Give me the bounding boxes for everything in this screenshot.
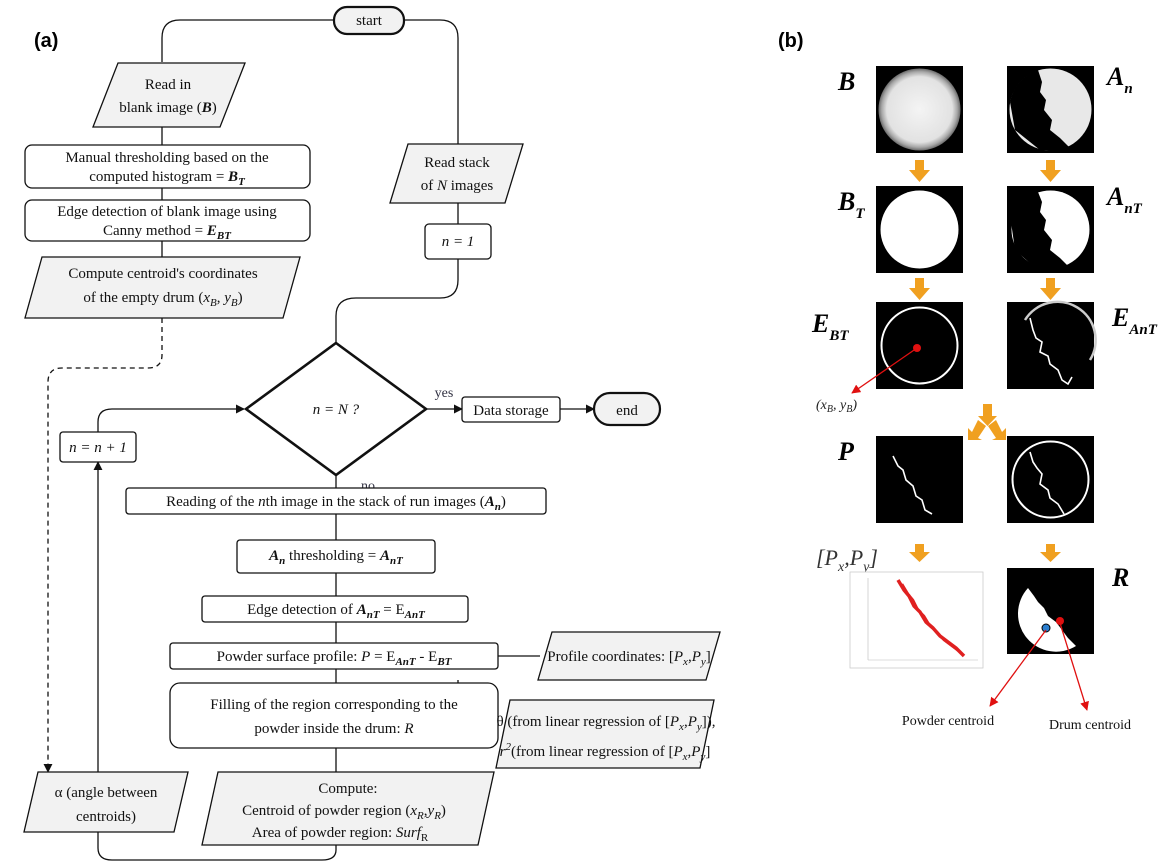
svg-text:α (angle between: α (angle between	[55, 785, 158, 801]
orange-arrows-row4	[909, 544, 1061, 562]
svg-text:Edge detection of AnT = EAnT: Edge detection of AnT = EAnT	[247, 602, 426, 621]
alpha-node: α (angle between centroids)	[23, 771, 189, 833]
svg-text:An thresholding = AnT: An thresholding = AnT	[268, 548, 404, 567]
xb-yb-label: (xB, yB)	[816, 398, 857, 415]
regression-output-node: θ (from linear regression of [Px,Py]), r…	[495, 699, 716, 769]
powder-centroid-arrow	[989, 629, 1047, 707]
decision-node: n = N ?	[243, 341, 429, 477]
label-r: R	[1111, 563, 1129, 592]
label-p: P	[837, 437, 855, 466]
svg-text:Compute:: Compute:	[318, 781, 377, 797]
label-an: An	[1105, 62, 1133, 97]
region-image-r	[1007, 568, 1094, 654]
label-bt: BT	[837, 187, 865, 222]
svg-text:blank image (B): blank image (B)	[119, 100, 217, 116]
read-nth-image-node: Reading of the nth image in the stack of…	[125, 487, 547, 515]
read-blank-image-node: Read in blank image (B)	[92, 62, 246, 128]
orange-arrows-row2	[909, 278, 1061, 300]
powder-surface-profile-node: Powder surface profile: P = EAnT - EBT	[169, 642, 499, 670]
svg-text:start: start	[356, 13, 383, 29]
svg-text:Area of powder region: SurfR: Area of powder region: SurfR	[252, 825, 429, 844]
svg-text:Centroid of powder region (xR,: Centroid of powder region (xR,yR)	[242, 803, 446, 822]
svg-text:Data storage: Data storage	[473, 403, 549, 419]
yes-label: yes	[435, 386, 454, 401]
svg-text:powder inside the drum: R: powder inside the drum: R	[254, 721, 413, 737]
svg-text:Compute centroid's coordinates: Compute centroid's coordinates	[68, 266, 257, 282]
svg-text:Manual thresholding based on t: Manual thresholding based on the	[65, 150, 269, 166]
label-ant: AnT	[1105, 182, 1143, 217]
run-image-an	[1007, 66, 1094, 153]
panel-b-label: (b)	[778, 30, 804, 52]
svg-text:Edge detection of blank image: Edge detection of blank image using	[57, 204, 277, 220]
an-thresholding-node: An thresholding = AnT	[236, 539, 436, 574]
svg-text:Canny method = EBT: Canny method = EBT	[103, 223, 232, 242]
svg-text:Read in: Read in	[145, 77, 192, 93]
compute-powder-node: Compute: Centroid of powder region (xR,y…	[201, 771, 495, 846]
data-storage-node: Data storage	[461, 396, 561, 423]
thresholded-image-ant	[1007, 186, 1094, 273]
profile-image-p	[876, 436, 963, 523]
svg-text:Powder surface profile: P = EA: Powder surface profile: P = EAnT - EBT	[217, 649, 453, 668]
flowchart-connectors	[43, 19, 595, 861]
panel-a-label: (a)	[34, 30, 58, 52]
profile-plot	[849, 571, 984, 669]
start-terminal: start	[332, 5, 406, 36]
svg-text:n = 1: n = 1	[442, 234, 475, 250]
edge-image-ebt	[876, 302, 963, 389]
svg-text:Reading of the nth image in th: Reading of the nth image in the stack of…	[166, 494, 506, 513]
compute-centroid-blank-node: Compute centroid's coordinates of the em…	[24, 256, 301, 319]
label-eant: EAnT	[1111, 303, 1158, 338]
edge-detection-blank-node: Edge detection of blank image using Cann…	[24, 199, 311, 242]
thresholded-image-bt	[876, 186, 963, 273]
edge-detection-an-node: Edge detection of AnT = EAnT	[201, 595, 469, 623]
svg-text:θ (from linear regression of [: θ (from linear regression of [Px,Py]),	[497, 714, 716, 733]
svg-text:of the empty drum (xB, yB): of the empty drum (xB, yB)	[83, 290, 242, 309]
manual-thresholding-node: Manual thresholding based on the compute…	[24, 144, 311, 189]
px-py-label: [Px,Py]	[816, 545, 878, 575]
drum-centroid-caption: Drum centroid	[1049, 718, 1131, 733]
orange-split-arrows	[968, 404, 1006, 440]
increment-node: n = n + 1	[59, 431, 137, 463]
fill-region-node: Filling of the region corresponding to t…	[169, 682, 499, 749]
svg-text:Profile coordinates: [Px,Py]: Profile coordinates: [Px,Py]	[547, 649, 711, 668]
svg-text:n = N ?: n = N ?	[313, 402, 360, 418]
svg-text:r2(from linear regression of [: r2(from linear regression of [Px,Py]	[500, 741, 711, 763]
svg-text:Read stack: Read stack	[424, 155, 490, 171]
svg-text:Filling of the region correspo: Filling of the region corresponding to t…	[210, 697, 458, 713]
svg-text:n = n + 1: n = n + 1	[69, 440, 127, 456]
profile-coordinates-node: Profile coordinates: [Px,Py]	[537, 631, 721, 681]
drum-centroid-arrow	[1059, 622, 1089, 711]
edge-image-eant	[1007, 300, 1097, 389]
profile-with-drum-image	[1007, 436, 1094, 523]
svg-text:end: end	[616, 403, 638, 419]
blank-image-b	[876, 66, 963, 153]
svg-text:of N images: of N images	[421, 178, 494, 194]
svg-text:computed histogram = BT: computed histogram = BT	[89, 169, 246, 188]
ebt-centroid-arrow	[851, 347, 918, 394]
label-b: B	[837, 67, 855, 96]
n-init-node: n = 1	[424, 223, 492, 260]
svg-text:centroids): centroids)	[76, 809, 136, 825]
label-ebt: EBT	[811, 309, 849, 344]
powder-centroid-caption: Powder centroid	[902, 714, 994, 729]
read-stack-node: Read stack of N images	[389, 143, 524, 204]
orange-arrows-row1	[909, 160, 1061, 182]
end-terminal: end	[592, 391, 662, 427]
